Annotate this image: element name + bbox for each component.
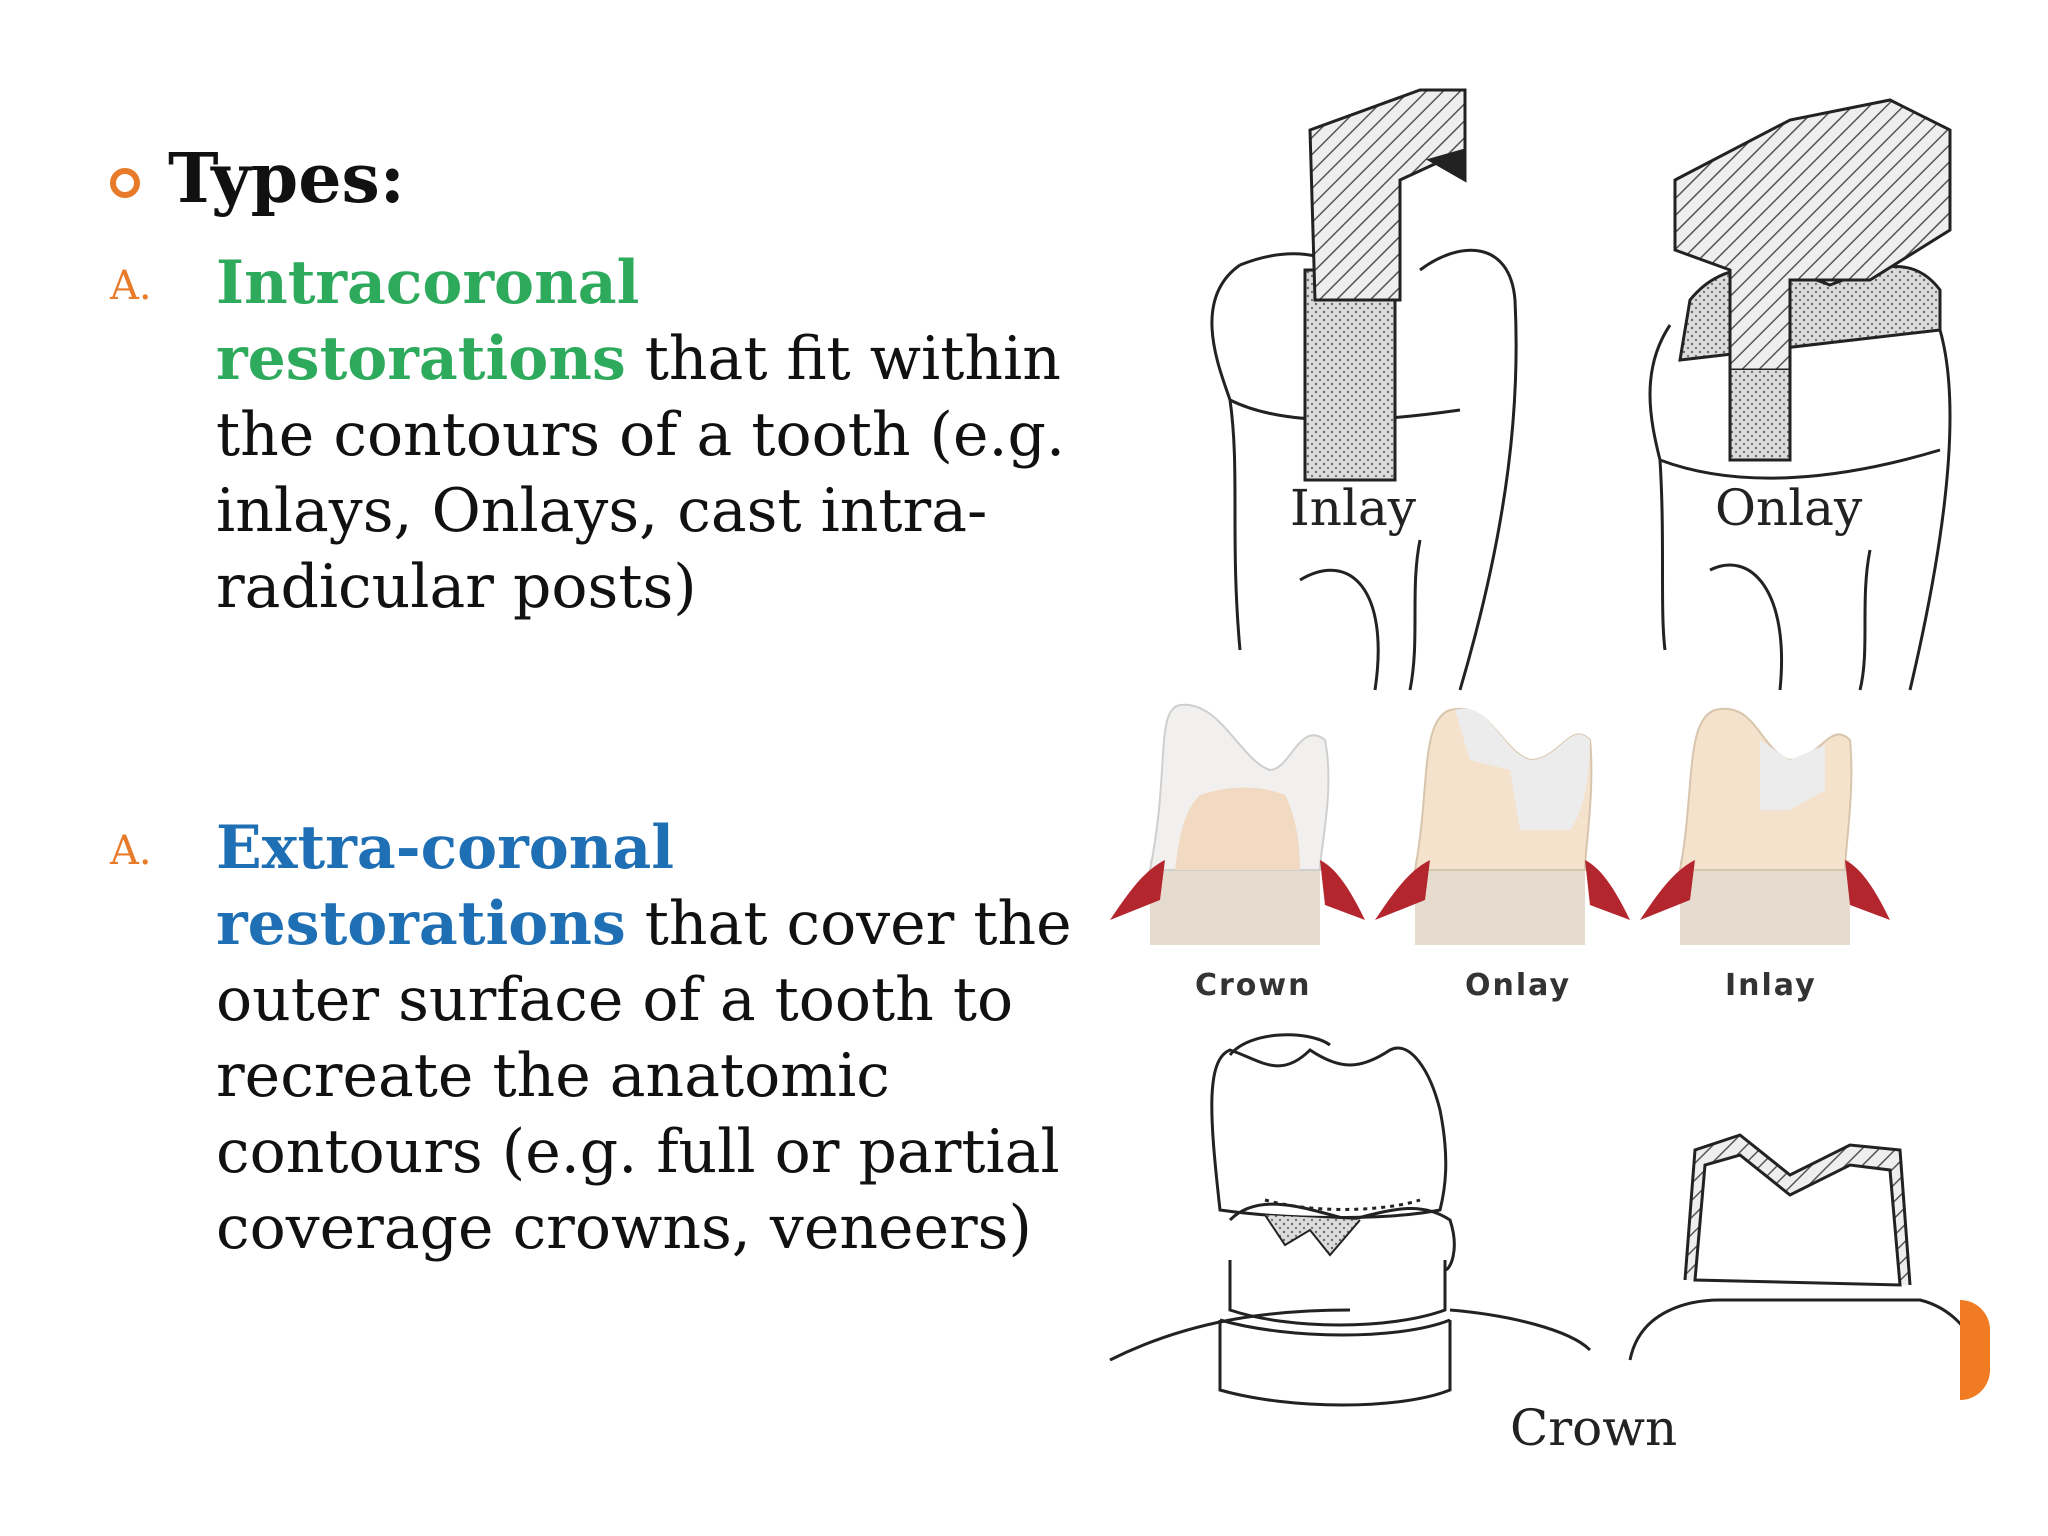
item-marker: A. — [110, 828, 152, 874]
restoration-illustrations: Inlay Onlay — [1109, 88, 1990, 1457]
onlay-label: Onlay — [1465, 968, 1571, 1003]
crown-rendering — [1110, 703, 1365, 945]
term-line-2: restorations — [216, 324, 626, 394]
inlay-label: Inlay — [1725, 968, 1817, 1003]
item-description: that fit within the contours of a tooth … — [216, 324, 1066, 622]
term-line-1: Extra-coronal — [216, 813, 675, 883]
crown-prep-drawing — [1109, 1033, 1592, 1407]
heading-text: Types: — [168, 139, 405, 219]
crown-bottom-label: Crown — [1510, 1399, 1677, 1457]
inlay-label: Inlay — [1290, 479, 1417, 537]
onlay-line-drawing — [1648, 98, 1952, 691]
item-text: Intracoronal restorations that fit withi… — [216, 245, 1116, 625]
term-line-2: restorations — [216, 889, 626, 959]
item-description: that cover the outer surface of a tooth … — [216, 889, 1072, 1263]
term-line-1: Intracoronal — [216, 248, 640, 318]
onlay-rendering — [1375, 707, 1630, 945]
inlay-rendering — [1640, 707, 1890, 945]
onlay-label: Onlay — [1715, 479, 1863, 537]
ring-bullet-icon — [110, 168, 140, 198]
crown-label: Crown — [1195, 968, 1312, 1003]
types-heading: Types: — [110, 145, 405, 213]
inlay-line-drawing — [1210, 88, 1518, 691]
item-text: Extra-coronal restorations that cover th… — [216, 810, 1116, 1266]
slide-edge-tab — [1960, 1300, 1990, 1400]
crown-section-drawing — [1628, 1133, 1990, 1362]
item-marker: A. — [110, 263, 152, 309]
